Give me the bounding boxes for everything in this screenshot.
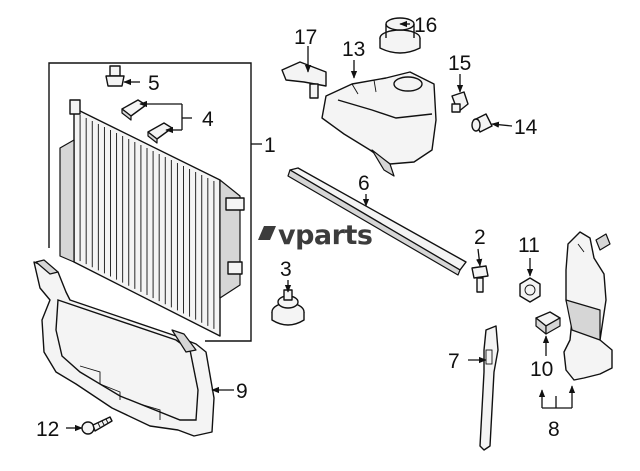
mount-part-3 — [271, 289, 305, 326]
seal-strip-part-6 — [287, 167, 467, 276]
callout-8: 8 — [548, 418, 560, 441]
leader-lines — [66, 20, 576, 432]
callout-16: 16 — [414, 14, 437, 37]
callout-3: 3 — [280, 258, 292, 281]
callout-10: 10 — [530, 358, 553, 381]
bolt-part-5 — [105, 65, 125, 87]
callout-14: 14 — [514, 116, 538, 139]
bracket-part-7 — [479, 325, 499, 451]
screw-part-12 — [81, 416, 113, 435]
sensor-part-15 — [451, 91, 469, 113]
bracket-part-4-lower — [147, 122, 173, 144]
radiator-group — [48, 62, 252, 342]
callout-17: 17 — [294, 26, 317, 49]
callout-4: 4 — [202, 108, 214, 131]
group-box-left — [48, 62, 155, 248]
nut-part-11 — [519, 277, 541, 303]
reservoir-part-13 — [321, 71, 437, 177]
callout-13: 13 — [342, 38, 365, 61]
callout-2: 2 — [474, 226, 486, 249]
bracket-part-17 — [281, 61, 327, 99]
callout-9: 9 — [236, 380, 248, 403]
bracket-part-4-upper — [121, 99, 147, 121]
group-box-right — [155, 62, 252, 342]
callout-6: 6 — [358, 172, 370, 195]
radiator-fins — [79, 115, 215, 329]
callout-1: 1 — [264, 134, 276, 157]
watermark-logo: vparts — [258, 220, 373, 251]
watermark-text: vparts — [278, 220, 372, 251]
deflector-part-8 — [563, 231, 613, 381]
support-frame — [33, 259, 215, 437]
clip-part-10 — [535, 311, 561, 335]
callout-11: 11 — [518, 234, 540, 257]
hose-part-14 — [471, 113, 493, 133]
radiator — [59, 99, 245, 337]
bolt-part-2 — [471, 265, 489, 293]
callout-12: 12 — [36, 418, 59, 441]
callout-15: 15 — [448, 52, 471, 75]
callout-labels: 1 2 3 4 5 6 7 8 9 10 11 12 13 14 15 16 1… — [36, 14, 560, 441]
callout-7: 7 — [448, 350, 460, 373]
callout-5: 5 — [148, 72, 160, 95]
